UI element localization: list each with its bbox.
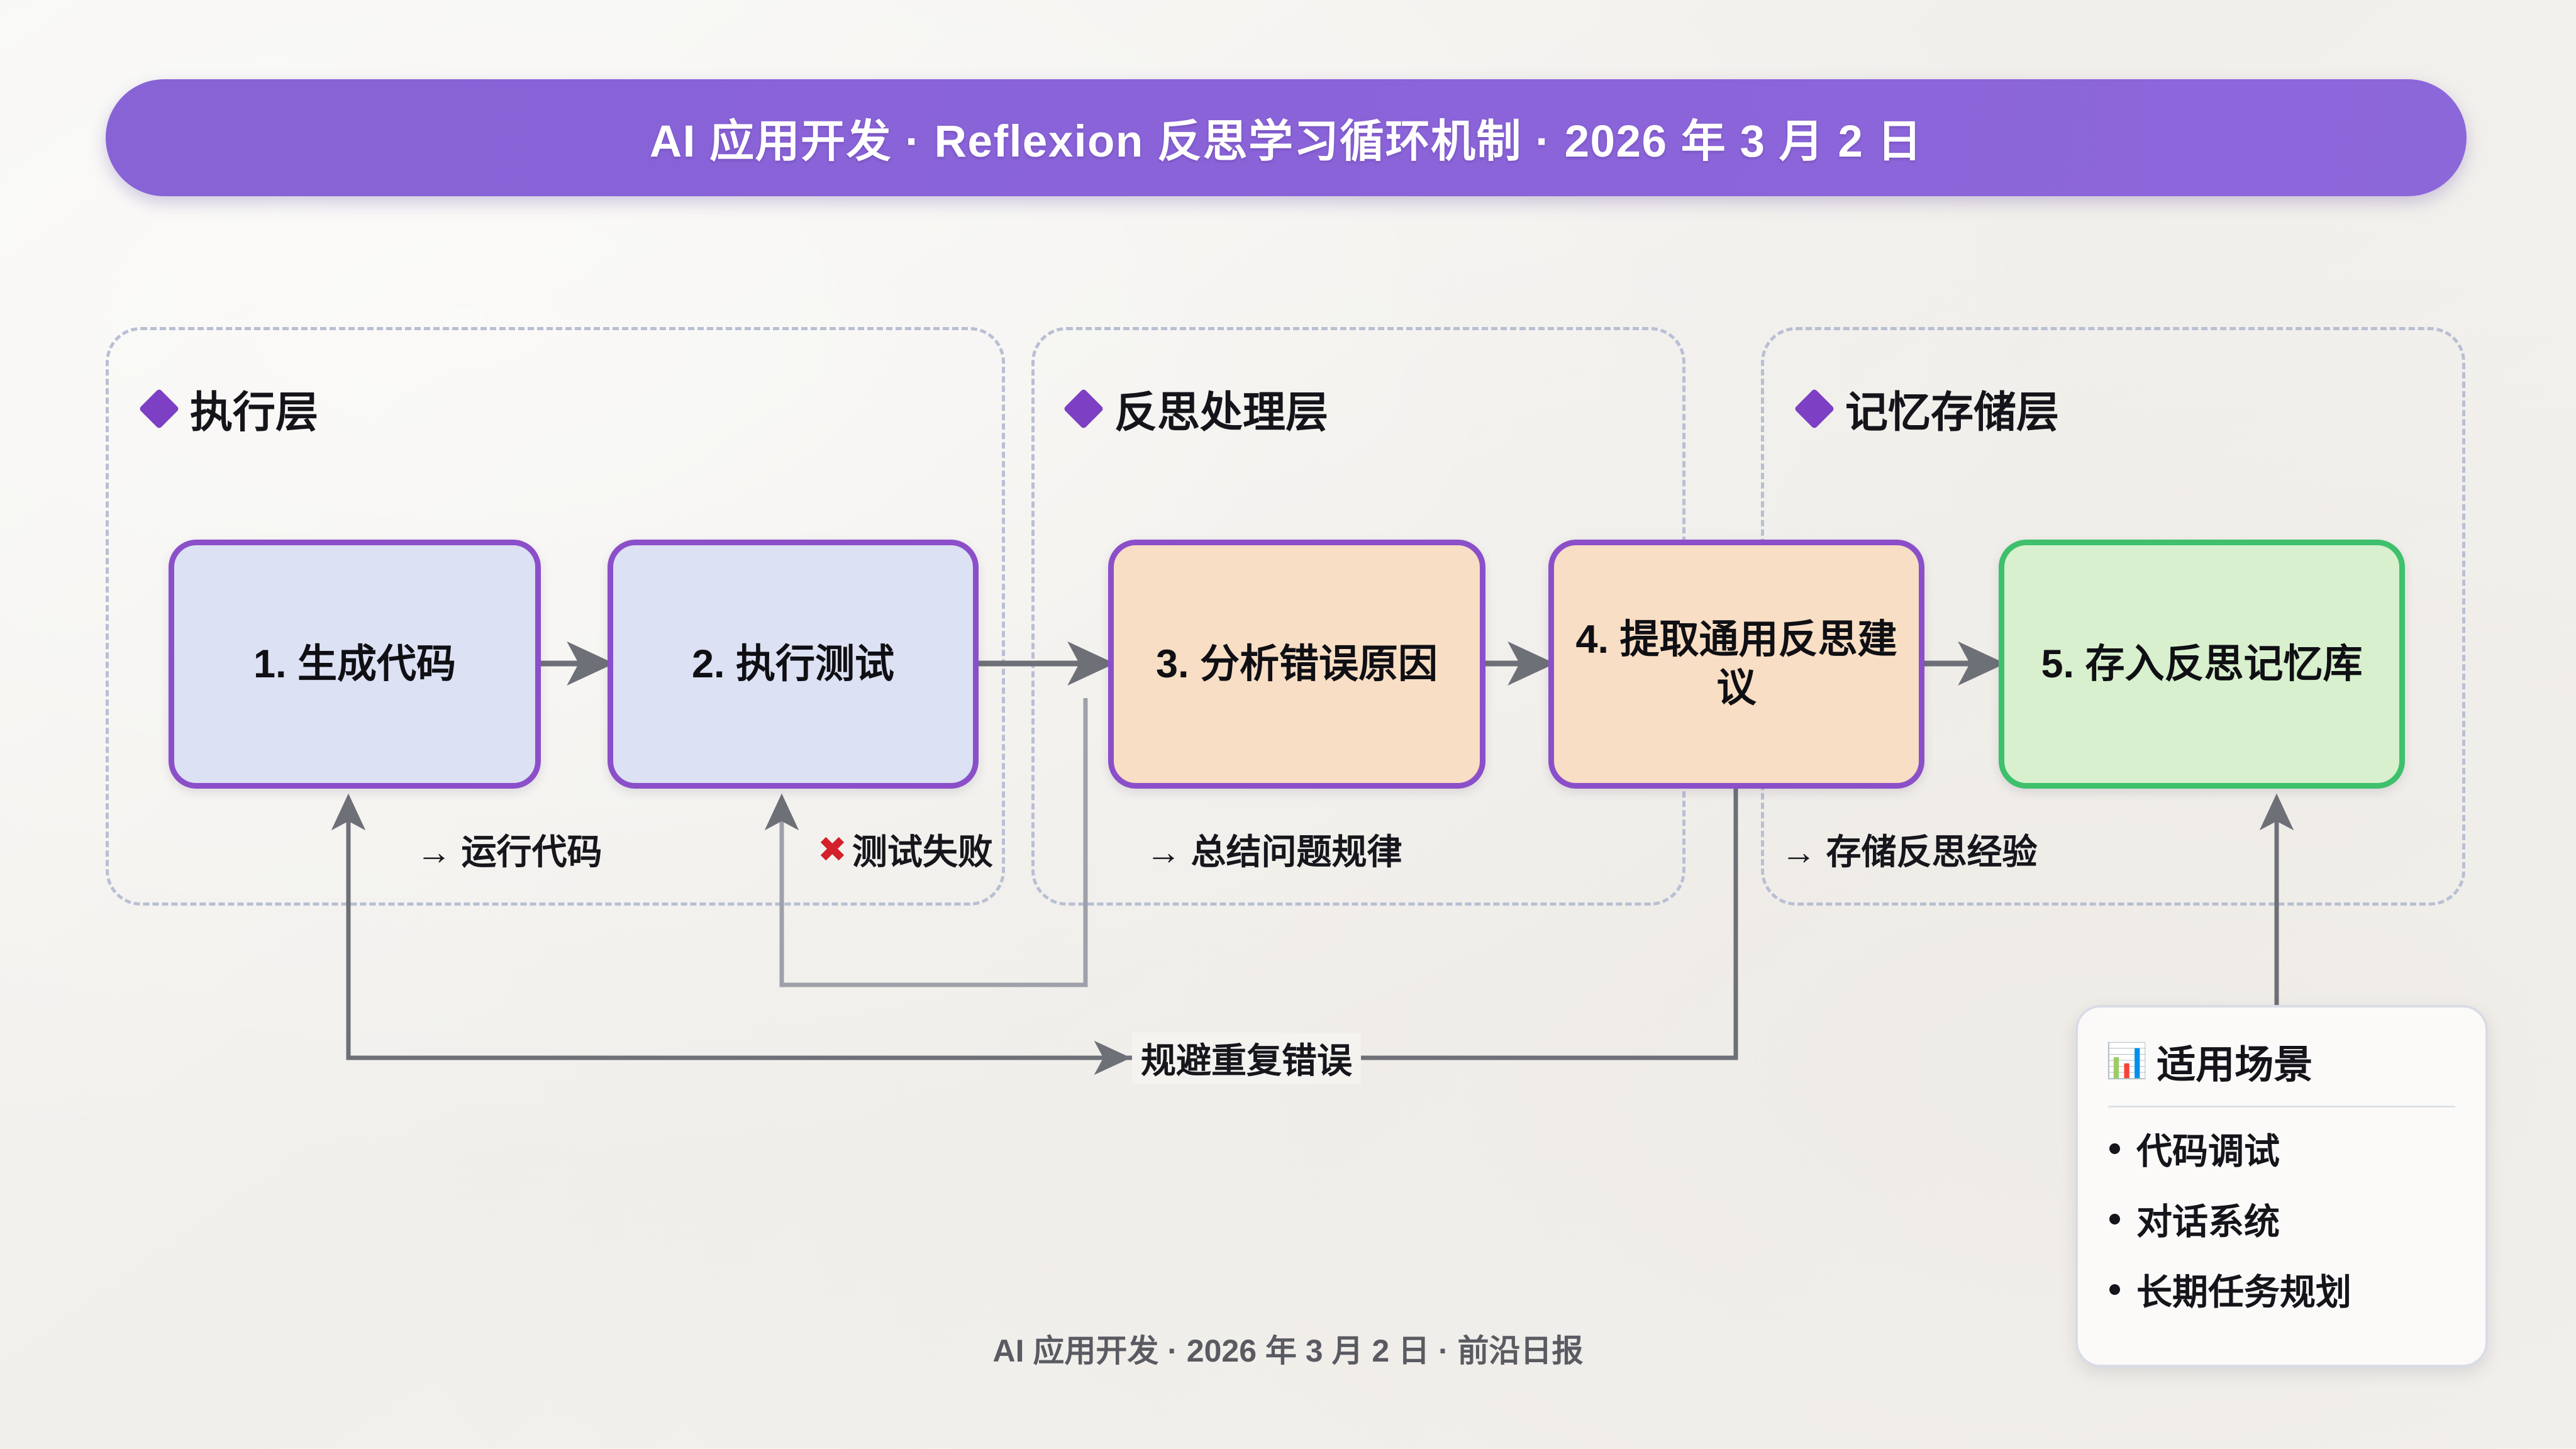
node-label: 1. 生成代码 [253, 641, 457, 686]
edge-label-store-experience: → 存储反思经验 [1781, 824, 2038, 875]
lane-header-execution: 执行层 [138, 377, 319, 440]
edge-label-run-code: → 运行代码 [416, 824, 602, 875]
lane-header-memory: 记忆存储层 [1794, 377, 2060, 440]
lane-header-reflection: 反思处理层 [1063, 377, 1329, 440]
footer-caption: AI 应用开发 · 2026 年 3 月 2 日 · 前沿日报 [992, 1333, 1584, 1368]
edge-label-text: 测试失败 [852, 832, 993, 872]
lane-label-reflection: 反思处理层 [1114, 389, 1329, 436]
divider [2108, 1106, 2455, 1108]
node-extract-reflection[interactable]: 4. 提取通用反思建议 [1548, 540, 1924, 789]
node-label: 4. 提取通用反思建议 [1575, 618, 1897, 710]
node-store-memory[interactable]: 5. 存入反思记忆库 [1999, 540, 2405, 789]
edge-label-summarize: → 总结问题规律 [1146, 824, 1402, 875]
list-item: 代码调试 [2106, 1123, 2458, 1174]
list-item-label: 长期任务规划 [2136, 1272, 2351, 1313]
node-run-tests[interactable]: 2. 执行测试 [608, 540, 979, 789]
diamond-bullet-icon [1063, 387, 1104, 430]
edge-label-test-failed: ✖ 测试失败 [818, 824, 993, 875]
node-label: 3. 分析错误原因 [1155, 641, 1438, 686]
info-card-use-cases[interactable]: 📊 适用场景 代码调试 对话系统 长期任务规划 [2075, 1005, 2488, 1367]
bullet-icon [2109, 1284, 2120, 1295]
info-card-title: 适用场景 [2157, 1043, 2313, 1087]
node-label: 5. 存入反思记忆库 [2041, 641, 2363, 686]
list-item-label: 代码调试 [2136, 1131, 2280, 1172]
cross-mark-icon: ✖ [818, 829, 847, 869]
page-title: AI 应用开发 · Reflexion 反思学习循环机制 · 2026 年 3 … [649, 117, 1923, 167]
list-item: 长期任务规划 [2106, 1263, 2458, 1315]
edge-label-text: → 运行代码 [416, 832, 602, 872]
edge-label-text: → 存储反思经验 [1781, 832, 2038, 872]
bar-chart-icon: 📊 [2106, 1042, 2148, 1080]
lane-label-execution: 执行层 [190, 389, 319, 436]
lane-label-memory: 记忆存储层 [1845, 389, 2060, 436]
edge-label-text: → 总结问题规律 [1146, 832, 1402, 872]
info-card-list: 代码调试 对话系统 长期任务规划 [2106, 1123, 2458, 1315]
bullet-icon [2109, 1143, 2120, 1154]
node-generate-code[interactable]: 1. 生成代码 [169, 540, 541, 789]
node-analyze-error[interactable]: 3. 分析错误原因 [1108, 540, 1485, 789]
bullet-icon [2109, 1213, 2120, 1224]
info-card-header: 📊 适用场景 [2106, 1033, 2458, 1089]
edge-label-text: 规避重复错误 [1141, 1041, 1352, 1080]
diamond-bullet-icon [138, 387, 180, 430]
title-bar: AI 应用开发 · Reflexion 反思学习循环机制 · 2026 年 3 … [106, 79, 2467, 196]
list-item-label: 对话系统 [2136, 1202, 2280, 1242]
node-label: 2. 执行测试 [691, 641, 895, 686]
edge-label-avoid-repeat: 规避重复错误 [1132, 1033, 1361, 1084]
list-item: 对话系统 [2106, 1193, 2458, 1245]
diamond-bullet-icon [1794, 387, 1835, 430]
